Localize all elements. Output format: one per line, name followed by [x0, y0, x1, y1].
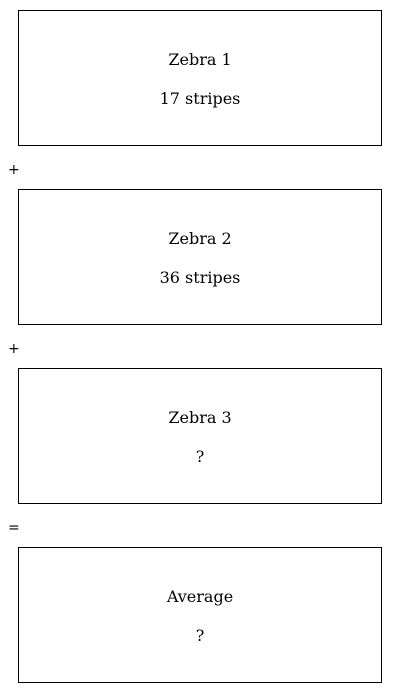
- zebra-2-box: Zebra 2 36 stripes: [18, 189, 382, 325]
- zebra-1-box: Zebra 1 17 stripes: [18, 10, 382, 146]
- plus-operator-1: +: [8, 162, 20, 178]
- average-title: Average: [166, 587, 234, 606]
- equals-operator: =: [8, 520, 20, 536]
- zebra-1-stripes: 17 stripes: [159, 89, 241, 108]
- zebra-3-box: Zebra 3 ?: [18, 368, 382, 504]
- plus-operator-2: +: [8, 341, 20, 357]
- average-value: ?: [195, 626, 205, 645]
- average-box: Average ?: [18, 547, 382, 683]
- zebra-2-title: Zebra 2: [168, 229, 232, 248]
- zebra-3-stripes: ?: [195, 447, 205, 466]
- zebra-3-title: Zebra 3: [168, 408, 232, 427]
- zebra-2-stripes: 36 stripes: [159, 268, 241, 287]
- zebra-1-title: Zebra 1: [168, 50, 232, 69]
